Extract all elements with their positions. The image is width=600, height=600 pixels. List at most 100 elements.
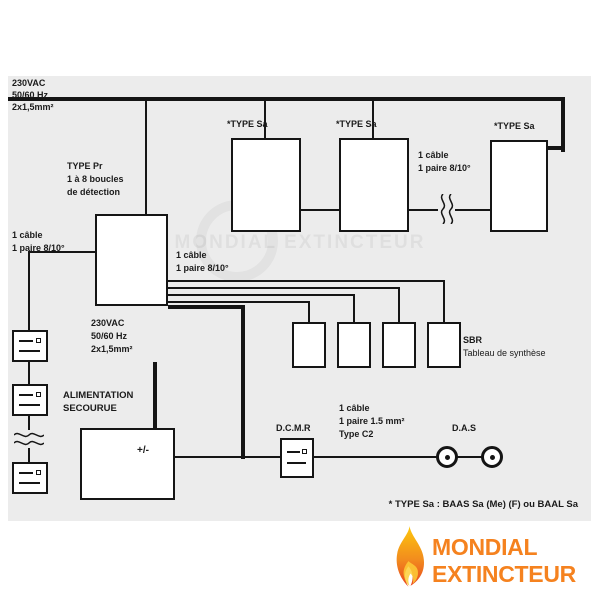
watermark: MONDIAL EXTINCTEUR [174,232,426,253]
label-line: 230VAC [91,318,125,328]
label-line: SBR [463,335,483,345]
label-line: 230VAC [12,78,46,88]
type-sa-box-2 [339,138,409,232]
wire-dcmr-das [314,456,482,458]
label-line: 1 câble [176,250,207,260]
device-icon [36,338,41,343]
type-pr-label: TYPE Pr 1 à 8 boucles de détection [67,160,124,199]
wire-sbr1-v [308,301,310,322]
label-line: 1 paire 1.5 mm² [339,416,405,426]
alimentation-label: ALIMENTATION SECOURUE [63,389,133,415]
label-line: 1 paire 8/10° [176,263,229,273]
wire-mains-to-alim [153,362,157,428]
detector-device-2 [12,384,48,416]
device-icon [19,482,40,484]
wire-sbr3-v [398,287,400,322]
label-line: 1 à 8 boucles [67,174,124,184]
polarity-label: +/- [137,445,149,456]
das-dot-icon [489,454,495,460]
device-icon [19,340,33,342]
device-icon [287,451,300,453]
brand-line-2: EXTINCTEUR [432,561,576,587]
label-line: 1 paire 8/10° [12,243,65,253]
label-line: 2x1,5mm² [91,344,133,354]
alimentation-box [80,428,175,500]
device-icon [19,472,33,474]
wire-pr-dcmr-h [168,305,245,309]
footnote: * TYPE Sa : BAAS Sa (Me) (F) ou BAAL Sa [388,499,578,510]
cable-dcmr-label: 1 câble 1 paire 1.5 mm² Type C2 [339,402,405,441]
wire-loop-v2 [28,416,30,430]
label-line: 1 câble [418,150,449,160]
label-line: SECOURUE [63,403,117,414]
das-dot-icon [444,454,450,460]
sbr-box-3 [382,322,416,368]
wire-alim-dcmr [175,456,281,458]
label-line: Tableau de synthèse [463,348,546,358]
flame-icon [396,526,425,587]
label-line: 50/60 Hz [12,90,49,100]
type-sa-box-3 [490,140,548,232]
label-line: 1 câble [339,403,370,413]
wire-mains-into-sa3 [546,146,565,150]
das-actuator-2 [481,446,503,468]
wire-pr-to-loop [29,251,95,253]
label-line: TYPE Pr [67,161,103,171]
type-sa-label-2: *TYPE Sa [336,119,377,129]
sbr-box-4 [427,322,461,368]
wire-sbr2-v [353,294,355,322]
das-label: D.A.S [452,423,477,433]
wire-mains-bus [8,97,565,101]
device-icon [36,392,41,397]
wire-sbr3-h [168,287,400,289]
device-icon [19,404,40,406]
label-line: 1 câble [12,230,43,240]
sbr-box-1 [292,322,326,368]
mains-top-label: 230VAC 50/60 Hz 2x1,5mm² [12,77,54,113]
device-icon [302,449,307,454]
dcmr-device [280,438,314,478]
wire-loop-v3 [28,448,30,462]
cable-break-icon [440,194,454,224]
type-sa-box-1 [231,138,301,232]
wire-sbr1-h [168,301,310,303]
wire-sa2-sa3-a [409,209,438,211]
label-line: de détection [67,187,121,197]
cable-sa-label: 1 câble 1 paire 8/10° [418,149,471,175]
wire-sbr4-h [168,280,445,282]
wire-loop-v0 [28,251,30,330]
device-icon [287,462,306,464]
das-actuator-1 [436,446,458,468]
type-sa-label-1: *TYPE Sa [227,119,268,129]
brand-line-1: MONDIAL [432,534,538,560]
wire-drop-sa1 [264,97,266,140]
label-line: Type C2 [339,429,374,439]
wire-drop-type-pr [145,97,147,216]
sbr-box-2 [337,322,371,368]
wire-drop-sa2 [372,97,374,140]
wire-sa2-sa3-b [455,209,490,211]
wire-mains-right-drop [561,97,565,152]
cable-left-label: 1 câble 1 paire 8/10° [12,229,65,255]
device-icon [19,350,40,352]
device-icon [19,394,33,396]
sbr-label: SBR Tableau de synthèse [463,334,546,360]
detector-device-3 [12,462,48,494]
brand-wordmark: MONDIAL EXTINCTEUR [432,534,576,588]
wire-pr-dcmr-v [241,305,245,459]
label-line: ALIMENTATION [63,390,134,401]
label-line: 1 paire 8/10° [418,163,471,173]
wire-loop-v1 [28,362,30,384]
wire-sbr2-h [168,294,355,296]
cable-break-icon [14,432,44,446]
dcmr-label: D.C.M.R [276,423,311,433]
device-icon [36,470,41,475]
label-line: 50/60 Hz [91,331,128,341]
wire-sbr4-v [443,280,445,322]
wire-sa1-sa2 [301,209,339,211]
type-pr-box [95,214,168,306]
cable-mid-label: 1 câble 1 paire 8/10° [176,249,229,275]
type-sa-label-3: *TYPE Sa [494,121,535,131]
detector-device-1 [12,330,48,362]
